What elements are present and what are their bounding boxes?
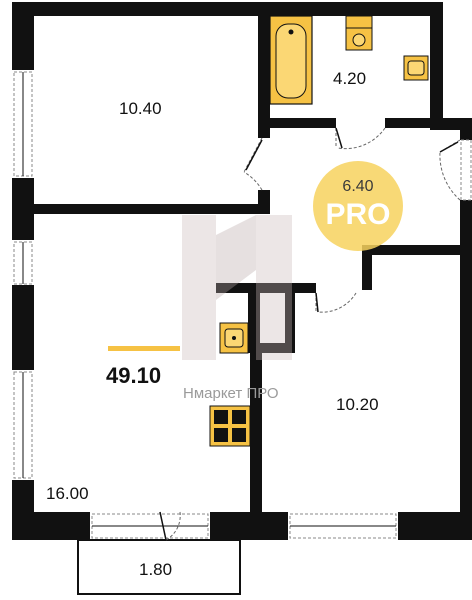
- bathtub-drain: [288, 29, 294, 35]
- window-sills: [22, 72, 396, 527]
- door-leaves: [159, 127, 459, 541]
- wall-bathroom-bottom-a: [258, 118, 336, 128]
- kitchen-sink-drain: [232, 336, 236, 340]
- stove-burner-3: [214, 428, 228, 442]
- wall-top-left: [12, 2, 265, 16]
- balcony: [77, 539, 241, 595]
- pro-badge-area: 6.40: [342, 178, 373, 195]
- wall-hall-bedroom-c: [216, 283, 316, 293]
- fixtures: [209, 15, 429, 447]
- wall-right-1: [460, 118, 472, 140]
- wall-living-bedroom: [250, 343, 262, 540]
- door-right-hall: [439, 139, 461, 201]
- door-bedroom-top: [243, 137, 263, 191]
- total-area-accent-line: [108, 346, 180, 351]
- wall-bedroom-living: [34, 204, 270, 214]
- room-area-bathroom: 4.20: [333, 69, 366, 88]
- watermark-logo-shape-1: [182, 215, 216, 360]
- wall-niche-right: [285, 283, 295, 351]
- wall-niche-bottom: [248, 343, 295, 353]
- room-area-living-room: 16.00: [46, 484, 89, 503]
- wall-bedroom-hall: [258, 14, 270, 138]
- wall-bottom-right: [398, 512, 472, 540]
- stove-burner-1: [214, 410, 228, 424]
- watermark-text: Нмаркет ПРО: [183, 385, 279, 402]
- window-right: [460, 139, 472, 201]
- door-balcony: [159, 511, 181, 541]
- walls: [12, 2, 472, 540]
- watermark-logo-shape-2: [216, 215, 256, 300]
- wall-hall-bedroom-a: [362, 245, 472, 255]
- wall-right-3: [460, 285, 472, 540]
- windows: [13, 71, 472, 539]
- door-bathroom: [335, 127, 386, 150]
- bathroom-sink-basin: [407, 60, 425, 76]
- wall-top-right: [265, 2, 443, 16]
- wall-bottom-left: [12, 512, 90, 540]
- wall-bottom-mid: [210, 512, 288, 540]
- room-area-bedroom-right: 10.20: [336, 395, 379, 414]
- pro-badge: [313, 161, 403, 251]
- wall-bathroom-bottom-b: [385, 118, 433, 128]
- stove-burner-4: [232, 428, 246, 442]
- room-area-bedroom-top-left: 10.40: [119, 99, 162, 118]
- toilet-tank-icon: [345, 15, 373, 29]
- bathtub-basin: [275, 23, 307, 99]
- pro-badge-label: PRO: [325, 198, 390, 231]
- wall-bathroom-right: [430, 2, 443, 130]
- wall-niche-left: [248, 283, 260, 351]
- door-right-bedroom: [315, 292, 357, 313]
- wall-left-1: [12, 2, 34, 70]
- watermark-logo-shape-3: [256, 215, 292, 360]
- wall-left-3: [12, 285, 34, 370]
- wall-hall-bedroom-b: [362, 245, 372, 290]
- watermark-logo: [182, 215, 292, 360]
- room-area-balcony: 1.80: [139, 560, 172, 579]
- wall-left-2: [12, 178, 34, 240]
- wall-bedroom-hall-low: [258, 190, 270, 214]
- total-area: 49.10: [106, 363, 161, 388]
- toilet-bowl: [352, 33, 366, 47]
- stove-burner-2: [232, 410, 246, 424]
